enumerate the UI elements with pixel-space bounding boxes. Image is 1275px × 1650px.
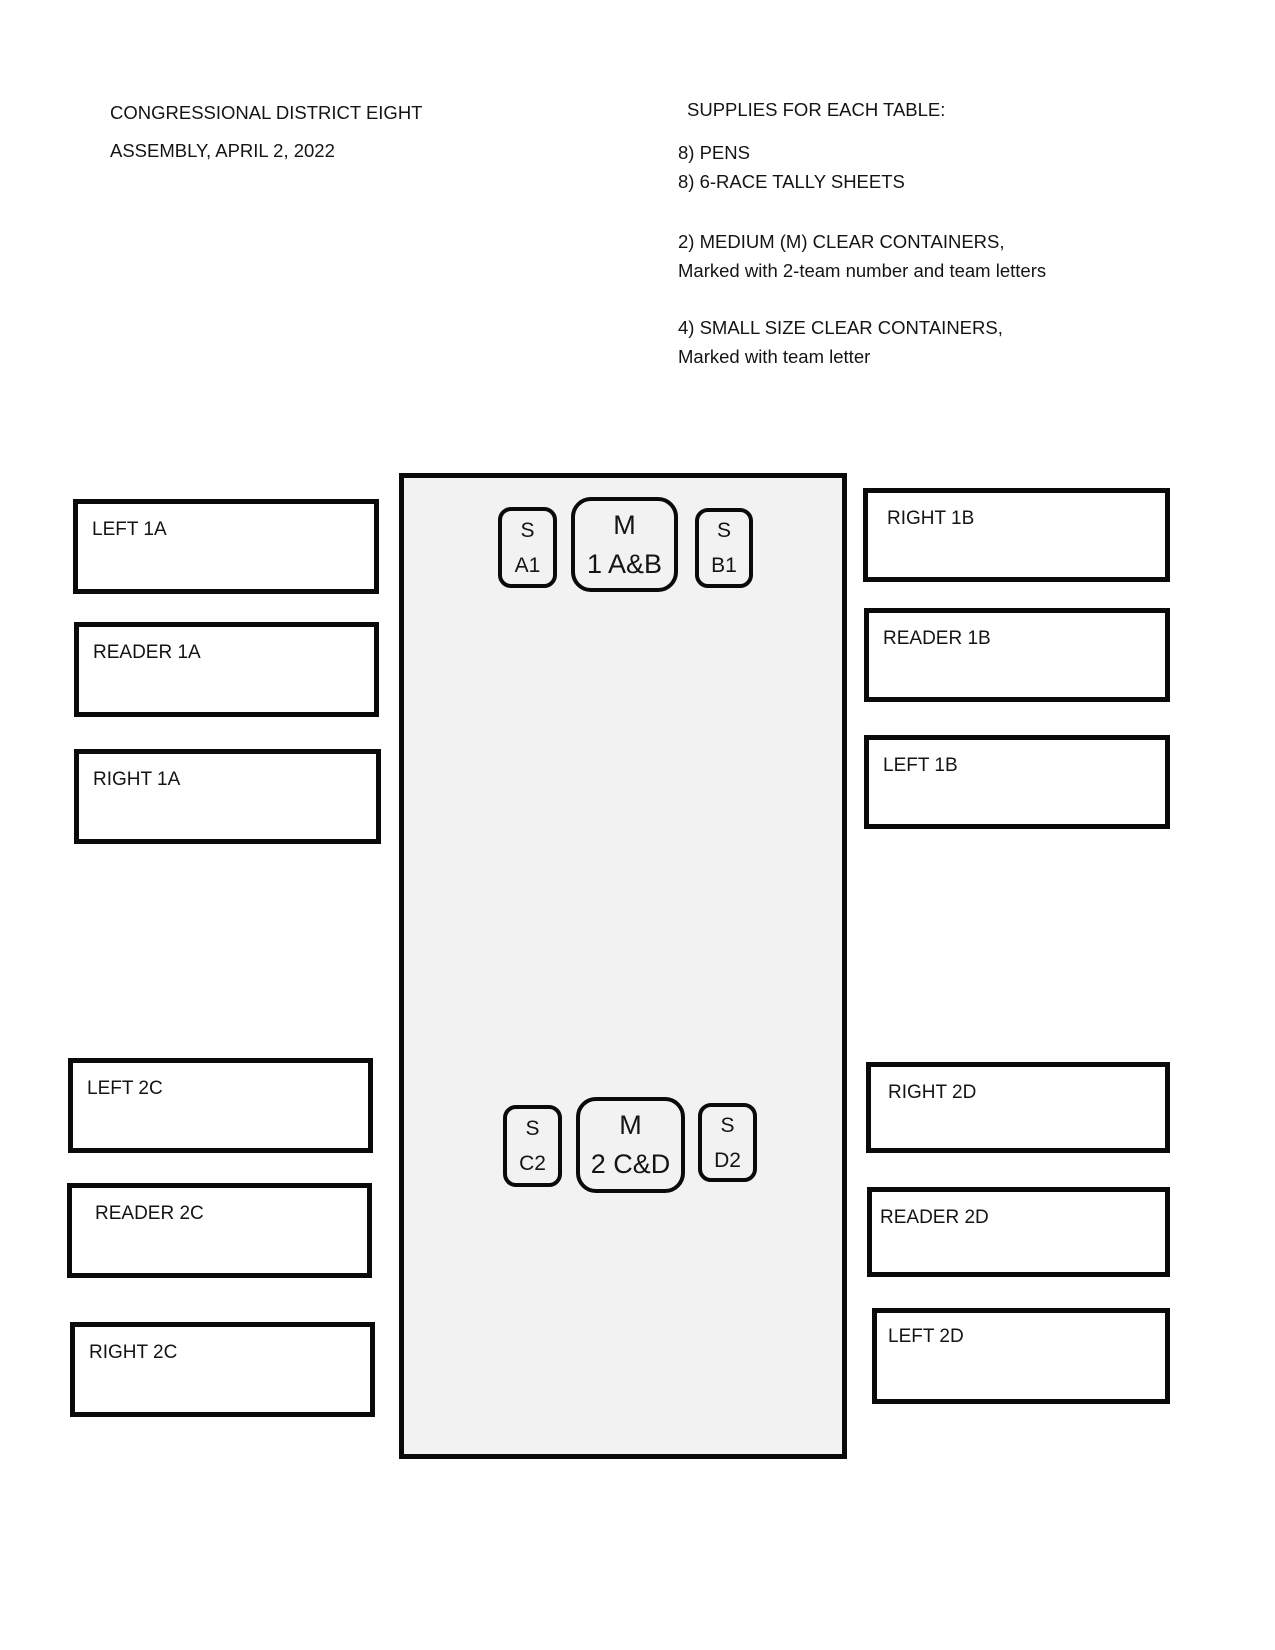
container-medium-1ab: M 1 A&B bbox=[571, 497, 678, 592]
supplies-group-3: 4) SMALL SIZE CLEAR CONTAINERS, Marked w… bbox=[678, 314, 1003, 371]
seat-box-reader-1a: READER 1A bbox=[74, 622, 379, 717]
seat-label: RIGHT 1A bbox=[93, 769, 181, 790]
page-title-line2: ASSEMBLY, APRIL 2, 2022 bbox=[110, 140, 335, 161]
container-small-d2: S D2 bbox=[698, 1103, 757, 1182]
container-size-label: M bbox=[619, 1110, 642, 1140]
supplies-group-1: 8) PENS 8) 6-RACE TALLY SHEETS bbox=[678, 139, 905, 196]
seat-label: LEFT 1A bbox=[92, 519, 167, 540]
page-title: CONGRESSIONAL DISTRICT EIGHT ASSEMBLY, A… bbox=[110, 94, 423, 170]
assembly-table: S A1 M 1 A&B S B1 S C2 M 2 C&D S D2 bbox=[399, 473, 847, 1459]
container-team-label: D2 bbox=[714, 1148, 741, 1172]
seat-label: LEFT 2C bbox=[87, 1078, 163, 1099]
seat-box-right-1b: RIGHT 1B bbox=[863, 488, 1170, 582]
supplies-item-tally-sheets: 8) 6-RACE TALLY SHEETS bbox=[678, 170, 905, 192]
container-team-label: B1 bbox=[711, 554, 737, 577]
seat-label: RIGHT 2C bbox=[89, 1342, 178, 1363]
supplies-item-small-containers: 4) SMALL SIZE CLEAR CONTAINERS, bbox=[678, 317, 1003, 338]
container-small-a1: S A1 bbox=[498, 507, 557, 588]
seat-box-right-2c: RIGHT 2C bbox=[70, 1322, 375, 1417]
seat-label: READER 2D bbox=[880, 1207, 989, 1228]
page-title-line1: CONGRESSIONAL DISTRICT EIGHT bbox=[110, 102, 423, 123]
container-size-label: S bbox=[716, 519, 731, 542]
seat-box-reader-1b: READER 1B bbox=[864, 608, 1170, 702]
seat-label: READER 2C bbox=[95, 1203, 204, 1224]
seat-label: READER 1A bbox=[93, 642, 201, 663]
container-team-label: A1 bbox=[514, 553, 541, 577]
seat-box-left-2c: LEFT 2C bbox=[68, 1058, 373, 1153]
seat-box-right-2d: RIGHT 2D bbox=[866, 1062, 1170, 1153]
container-size-label: S bbox=[720, 1113, 735, 1137]
supplies-item-medium-containers-note: Marked with 2-team number and team lette… bbox=[678, 259, 1047, 281]
container-size-label: S bbox=[525, 1117, 540, 1140]
supplies-heading: SUPPLIES FOR EACH TABLE: bbox=[687, 99, 946, 120]
container-team-label: C2 bbox=[519, 1152, 546, 1175]
seat-box-reader-2c: READER 2C bbox=[67, 1183, 372, 1278]
container-team-label: 1 A&B bbox=[586, 548, 663, 579]
seat-box-left-1b: LEFT 1B bbox=[864, 735, 1170, 829]
seat-box-left-2d: LEFT 2D bbox=[872, 1308, 1170, 1404]
supplies-group-2: 2) MEDIUM (M) CLEAR CONTAINERS, Marked w… bbox=[678, 228, 1046, 285]
supplies-item-pens: 8) PENS bbox=[678, 142, 750, 163]
supplies-item-medium-containers: 2) MEDIUM (M) CLEAR CONTAINERS, bbox=[678, 231, 1005, 252]
container-team-label: 2 C&D bbox=[590, 1149, 671, 1179]
seat-box-left-1a: LEFT 1A bbox=[73, 499, 379, 594]
seat-box-right-1a: RIGHT 1A bbox=[74, 749, 381, 844]
container-medium-2cd: M 2 C&D bbox=[576, 1097, 685, 1193]
seat-label: LEFT 2D bbox=[888, 1326, 964, 1347]
container-small-b1: S B1 bbox=[695, 508, 753, 588]
seat-box-reader-2d: READER 2D bbox=[867, 1187, 1170, 1277]
seat-label: RIGHT 1B bbox=[887, 508, 975, 529]
container-size-label: M bbox=[613, 509, 636, 540]
seat-label: LEFT 1B bbox=[883, 755, 958, 776]
container-small-c2: S C2 bbox=[503, 1105, 562, 1187]
container-size-label: S bbox=[520, 518, 535, 542]
supplies-item-small-containers-note: Marked with team letter bbox=[678, 345, 871, 367]
seat-label: READER 1B bbox=[883, 628, 991, 649]
seat-label: RIGHT 2D bbox=[888, 1082, 977, 1103]
